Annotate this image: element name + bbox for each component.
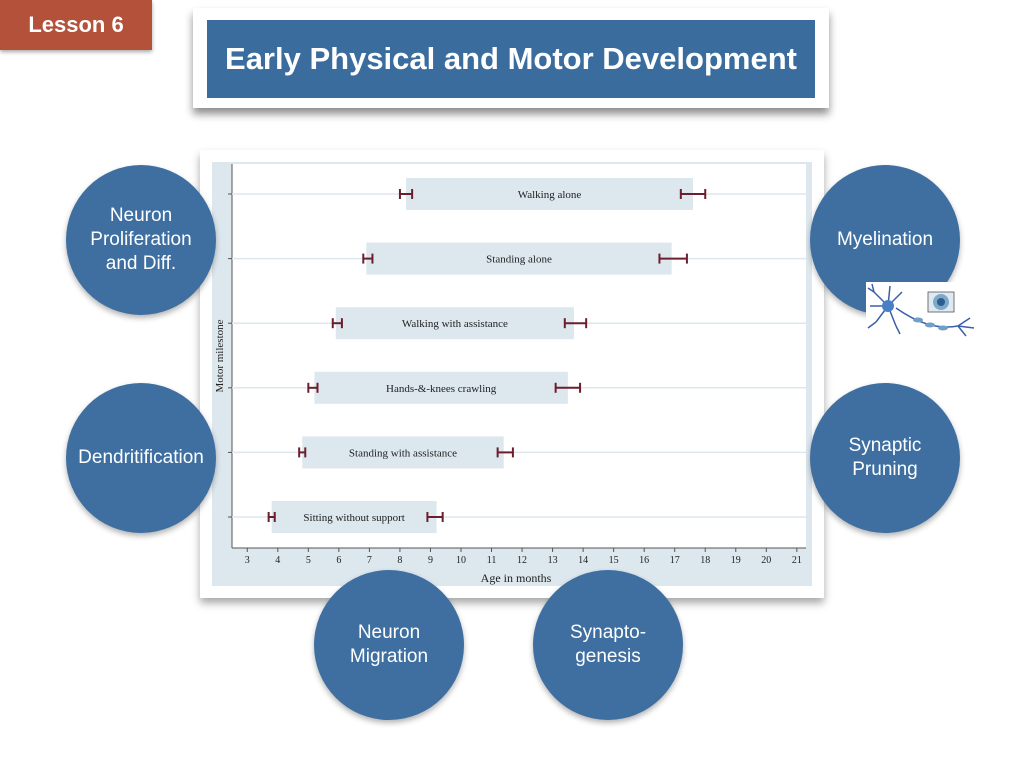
x-tick-label: 3	[245, 555, 250, 566]
range-bar	[335, 307, 574, 340]
milestone-label: Standing with assistance	[349, 447, 457, 459]
range-bar	[406, 178, 694, 210]
range-bar	[302, 436, 504, 469]
x-tick-label: 9	[428, 555, 433, 566]
milestone-label: Standing alone	[486, 254, 552, 266]
x-axis-label: Age in months	[481, 571, 552, 585]
x-tick-label: 19	[731, 555, 741, 566]
plot-area	[232, 164, 806, 548]
x-tick-label: 16	[639, 555, 649, 566]
x-tick-label: 4	[275, 555, 280, 566]
x-tick-label: 7	[367, 555, 372, 566]
x-tick-label: 5	[306, 555, 311, 566]
x-tick-label: 15	[609, 555, 619, 566]
x-tick-label: 8	[397, 555, 402, 566]
range-bar	[314, 371, 568, 404]
x-tick-label: 14	[578, 555, 588, 566]
circle-dendritification: Dendritification	[66, 383, 216, 533]
circle-synaptogenesis: Synapto- genesis	[533, 570, 683, 720]
neuron-diagram-icon	[866, 282, 978, 338]
x-tick-label: 17	[670, 555, 680, 566]
x-tick-label: 21	[792, 555, 802, 566]
lesson-badge: Lesson 6	[0, 0, 152, 50]
x-tick-label: 13	[548, 555, 558, 566]
x-tick-label: 10	[456, 555, 466, 566]
milestone-label: Walking with assistance	[402, 318, 508, 330]
x-tick-label: 6	[336, 555, 341, 566]
milestone-label: Sitting without support	[303, 512, 404, 524]
x-tick-label: 12	[517, 555, 527, 566]
milestone-label: Walking alone	[518, 189, 582, 201]
x-tick-label: 20	[761, 555, 771, 566]
circle-neuron-proliferation: Neuron Proliferation and Diff.	[66, 165, 216, 315]
milestone-label: Hands-&-knees crawling	[386, 383, 497, 395]
x-tick-label: 11	[487, 555, 497, 566]
x-tick-label: 18	[700, 555, 710, 566]
title-card: Early Physical and Motor Development	[193, 8, 829, 108]
range-bar	[366, 242, 672, 275]
circle-neuron-migration: Neuron Migration	[314, 570, 464, 720]
circle-synaptic-pruning: Synaptic Pruning	[810, 383, 960, 533]
range-bar	[271, 501, 437, 533]
page-title: Early Physical and Motor Development	[207, 20, 815, 98]
y-axis-label: Motor milestone	[214, 319, 226, 392]
